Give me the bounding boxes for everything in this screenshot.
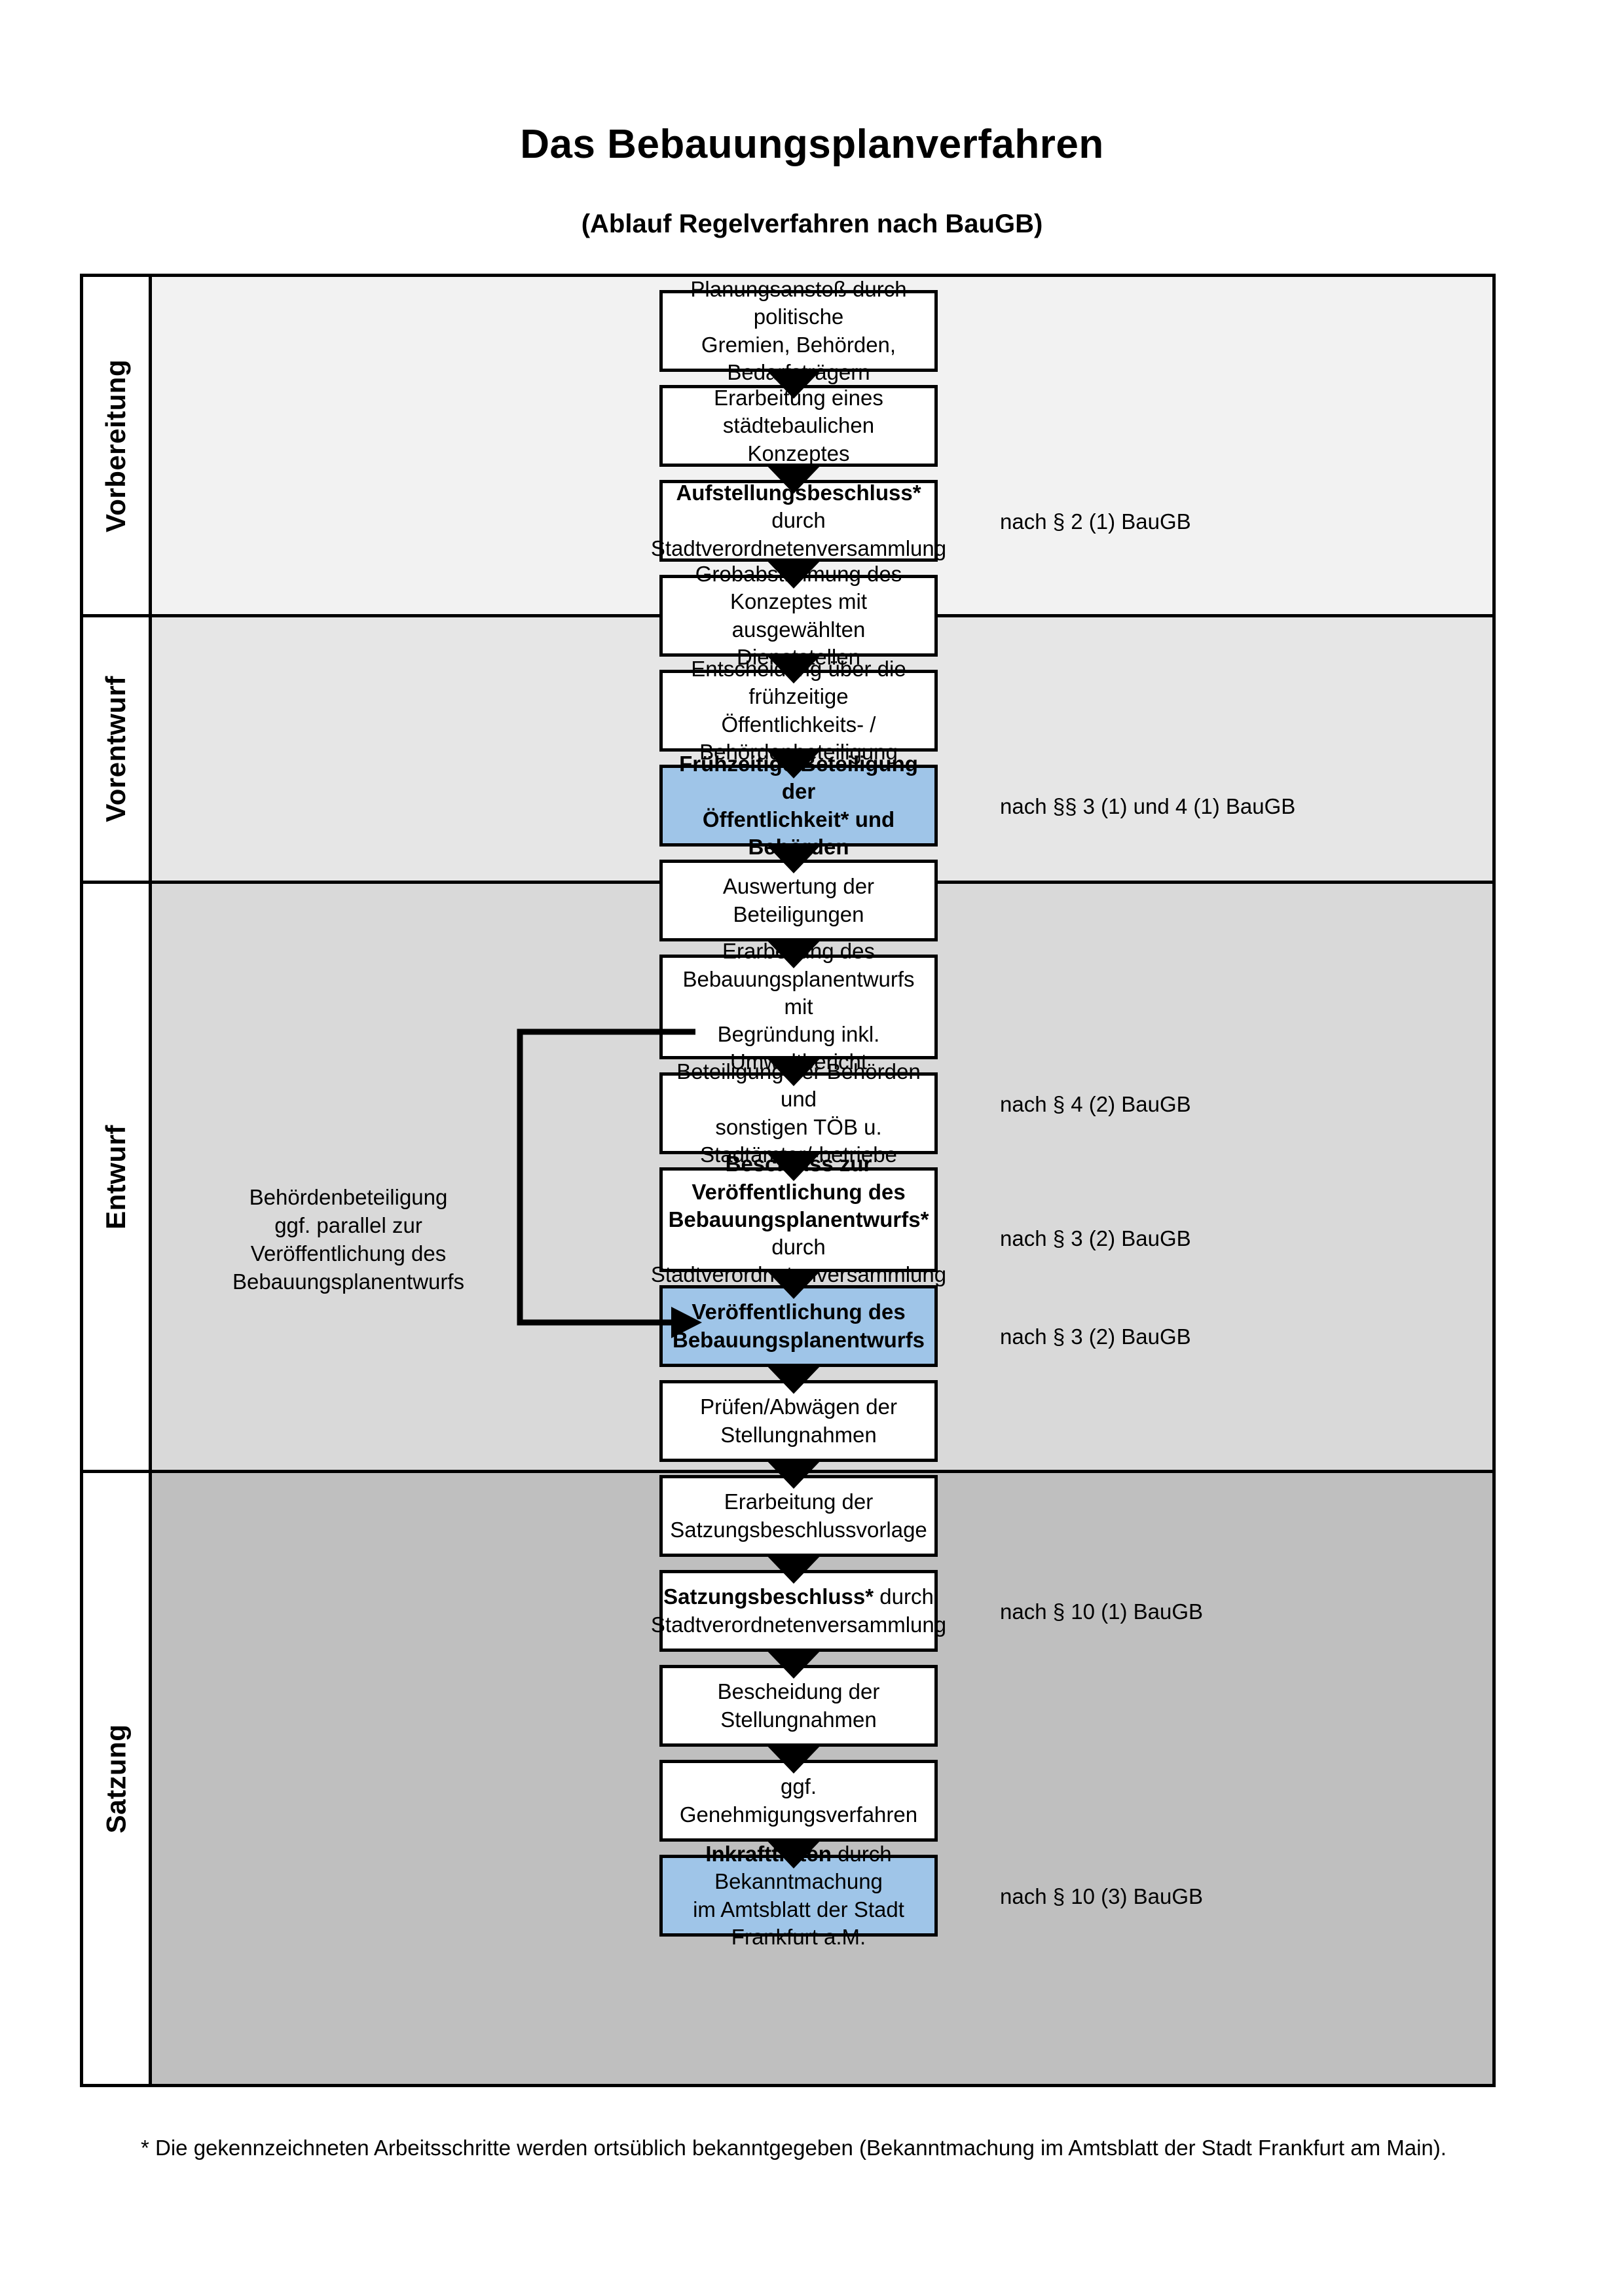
side-annotation-line2: ggf. parallel zur xyxy=(274,1212,422,1237)
legal-ref-par2-1: nach § 2 (1) BauGB xyxy=(1000,509,1191,534)
flow-box-entscheidung-fruehzeitige[interactable]: Entscheidung über die frühzeitige Öffent… xyxy=(659,657,938,764)
arrow-down-9 xyxy=(765,1151,822,1181)
legal-ref-par10-3: nach § 10 (3) BauGB xyxy=(1000,1884,1204,1908)
flow-box-satzungsbeschluss-rest: durch xyxy=(874,1584,934,1609)
flow-box-pruefen-abwaegen-line1: Prüfen/Abwägen der Stellungnahmen xyxy=(700,1394,897,1447)
phase-label-text-vorbereitung: Vorbereitung xyxy=(100,359,132,532)
flow-box-beschluss-veroeffentlichung-line2: Bebauungsplanentwurfs* durch xyxy=(651,1206,946,1261)
flow-box-aufstellungsbeschluss-line2: Stadtverordnetenversammlung xyxy=(650,536,947,560)
footnote-asterisk: * Die gekennzeichneten Arbeitsschritte w… xyxy=(141,2136,1447,2160)
legal-ref-par3-2-a: nach § 3 (2) BauGB xyxy=(1000,1226,1191,1250)
arrow-down-16 xyxy=(765,1838,822,1868)
legal-ref-par3-2-b: nach § 3 (2) BauGB xyxy=(1000,1324,1191,1349)
flow-box-staedtebauliches-konzept-line2: Konzeptes xyxy=(747,441,850,465)
flow-box-auswertung-line1: Auswertung der Beteiligungen xyxy=(722,874,875,926)
loopback-connector xyxy=(517,1029,702,1338)
flow-box-veroeffentlichung-line1: Veröffentlichung des xyxy=(692,1300,906,1324)
phase-label-vorbereitung: Vorbereitung xyxy=(83,277,149,614)
page-subtitle: (Ablauf Regelverfahren nach BauGB) xyxy=(581,210,1043,238)
arrow-down-4 xyxy=(765,653,822,683)
arrow-down-2 xyxy=(765,464,822,494)
arrow-down-15 xyxy=(765,1743,822,1774)
flowchart-frame: Vorbereitung Vorentwurf Entwurf Satzung xyxy=(80,274,1496,2087)
flow-box-inkrafttreten[interactable]: Inkrafttreten durch Bekanntmachung im Am… xyxy=(659,1842,938,1949)
phase-label-entwurf: Entwurf xyxy=(83,884,149,1470)
flow-box-erarbeitung-entwurf-line2: Bebauungsplanentwurfs mit xyxy=(682,966,915,1019)
flow-box-satzungsbeschlussvorlage-line2: Satzungsbeschlussvorlage xyxy=(670,1517,927,1542)
arrow-down-10 xyxy=(765,1269,822,1299)
flow-box-genehmigungsverfahren-line1: ggf. Genehmigungsverfahren xyxy=(679,1774,918,1827)
flow-box-planungsanstoss[interactable]: Planungsanstoß durch politische Gremien,… xyxy=(659,277,938,384)
flow-box-inkrafttreten-line2: im Amtsblatt der Stadt Frankfurt a.M. xyxy=(693,1897,904,1949)
arrow-down-7 xyxy=(765,938,822,968)
arrow-down-3 xyxy=(765,558,822,589)
arrow-down-6 xyxy=(765,843,822,873)
arrow-down-8 xyxy=(765,1056,822,1086)
phase-label-vorentwurf: Vorentwurf xyxy=(83,617,149,881)
side-annotation-line3: Veröffentlichung des xyxy=(250,1241,447,1266)
flow-box-erarbeitung-entwurf-line3: Begründung inkl. Umweltbericht xyxy=(717,1022,880,1074)
flow-box-bescheidung-line1: Bescheidung der Stellungnahmen xyxy=(717,1679,880,1732)
arrow-down-14 xyxy=(765,1649,822,1679)
flow-box-satzungsbeschluss-line1: Satzungsbeschluss* durch xyxy=(651,1583,946,1611)
label-column-divider xyxy=(149,277,152,2084)
flow-box-beschluss-veroeffentlichung-rest: durch xyxy=(771,1235,826,1260)
side-annotation-line1: Behördenbeteiligung xyxy=(249,1185,448,1209)
phase-label-text-vorentwurf: Vorentwurf xyxy=(100,676,131,822)
phase-label-text-satzung: Satzung xyxy=(100,1724,132,1833)
arrow-down-12 xyxy=(765,1459,822,1489)
legal-ref-par10-1: nach § 10 (1) BauGB xyxy=(1000,1599,1204,1624)
flow-box-satzungsbeschluss-bold: Satzungsbeschluss* xyxy=(663,1584,874,1609)
arrow-down-5 xyxy=(765,748,822,778)
flow-box-aufstellungsbeschluss-rest: durch xyxy=(771,508,826,533)
side-annotation-line4: Bebauungsplanentwurfs xyxy=(232,1269,465,1294)
legal-ref-par4-2: nach § 4 (2) BauGB xyxy=(1000,1092,1191,1116)
arrow-down-1 xyxy=(765,369,822,399)
flow-box-veroeffentlichung-line2: Bebauungsplanentwurfs xyxy=(672,1327,925,1352)
phase-label-satzung: Satzung xyxy=(83,1473,149,2084)
phase-label-text-entwurf: Entwurf xyxy=(100,1124,131,1230)
side-annotation-behoerdenbeteiligung: Behördenbeteiligung ggf. parallel zur Ve… xyxy=(194,1184,502,1296)
flow-box-satzungsbeschluss-line2: Stadtverordnetenversammlung xyxy=(650,1612,947,1637)
flow-box-satzungsbeschlussvorlage-line1: Erarbeitung der xyxy=(724,1489,874,1514)
legal-ref-par3-1-4-1: nach §§ 3 (1) und 4 (1) BauGB xyxy=(1000,794,1296,818)
page-title: Das Bebauungsplanverfahren xyxy=(520,122,1104,167)
flow-box-inkrafttreten-rest: durch Bekanntmachung xyxy=(714,1842,892,1894)
flow-box-beschluss-veroeffentlichung-bold: Bebauungsplanentwurfs* xyxy=(668,1207,929,1231)
flow-box-planungsanstoss-line1: Planungsanstoß durch politische xyxy=(690,277,907,329)
arrow-down-11 xyxy=(765,1364,822,1394)
arrow-down-13 xyxy=(765,1554,822,1584)
